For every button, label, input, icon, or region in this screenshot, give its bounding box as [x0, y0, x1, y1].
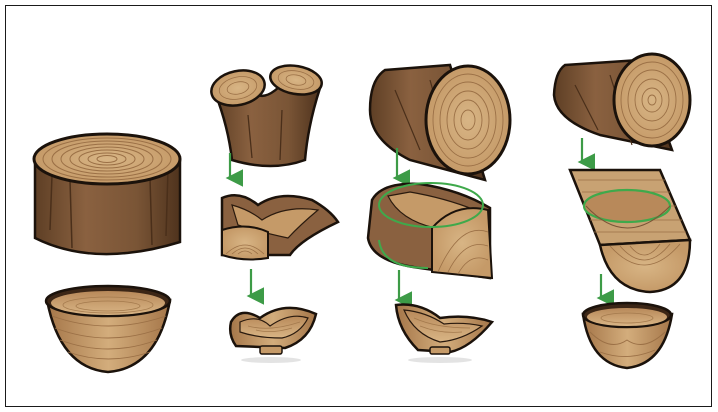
natural-edge-column [368, 65, 510, 363]
crotch-log [208, 62, 324, 166]
natural-edge-bowl-3 [396, 305, 492, 363]
crotch-blank [222, 195, 338, 259]
side-grain-column [554, 54, 690, 368]
log-3 [370, 65, 510, 180]
half-log-blank-3 [368, 183, 492, 278]
side-grain-bowl [583, 303, 672, 368]
log-4 [554, 54, 690, 150]
half-log-blank-4 [570, 170, 690, 292]
stump-column [34, 134, 180, 372]
stump-bowl [46, 286, 170, 372]
crotch-column [208, 62, 338, 363]
crotch-bowl [230, 308, 316, 363]
stump [34, 134, 180, 254]
